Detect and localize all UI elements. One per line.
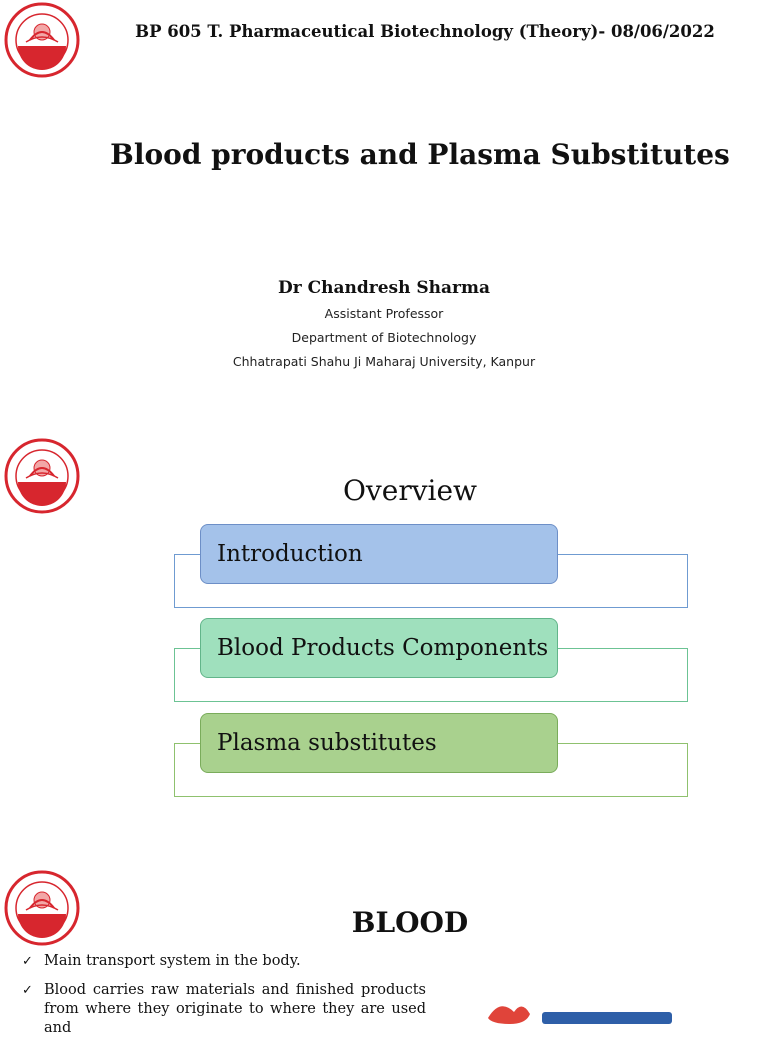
university-logo	[4, 870, 80, 946]
blood-cells-image	[470, 990, 690, 1024]
bullet-list: ✓ Main transport system in the body. ✓ B…	[22, 952, 426, 1048]
author-department: Department of Biotechnology	[291, 330, 477, 345]
bullet-text: Main transport system in the body.	[44, 953, 301, 969]
overview-title: Overview	[342, 474, 478, 507]
university-logo	[4, 2, 80, 78]
bullet-text: Blood carries raw materials and finished…	[44, 982, 426, 1036]
author-designation: Assistant Professor	[324, 306, 444, 321]
overview-item-label: Plasma substitutes	[217, 730, 437, 756]
overview-item-introduction[interactable]: Introduction	[200, 524, 558, 584]
overview-item-plasma-substitutes[interactable]: Plasma substitutes	[200, 713, 558, 773]
overview-slide: Overview Introduction Blood Products Com…	[0, 430, 768, 840]
blood-title: BLOOD	[351, 906, 469, 939]
course-header: BP 605 T. Pharmaceutical Biotechnology (…	[135, 22, 715, 41]
overview-item-blood-products[interactable]: Blood Products Components	[200, 618, 558, 678]
bullet-item: ✓ Main transport system in the body.	[22, 952, 426, 971]
title-slide: BP 605 T. Pharmaceutical Biotechnology (…	[0, 0, 768, 410]
overview-item-label: Introduction	[217, 541, 363, 567]
checkmark-icon: ✓	[22, 983, 33, 998]
overview-item-label: Blood Products Components	[217, 635, 549, 661]
blood-slide: BLOOD ✓ Main transport system in the bod…	[0, 860, 768, 1036]
checkmark-icon: ✓	[22, 954, 33, 969]
bullet-item: ✓ Blood carries raw materials and finish…	[22, 981, 426, 1038]
presentation-title: Blood products and Plasma Substitutes	[110, 138, 730, 171]
author-name: Dr Chandresh Sharma	[277, 278, 490, 298]
university-logo	[4, 438, 80, 514]
author-university: Chhatrapati Shahu Ji Maharaj University,…	[232, 354, 536, 369]
